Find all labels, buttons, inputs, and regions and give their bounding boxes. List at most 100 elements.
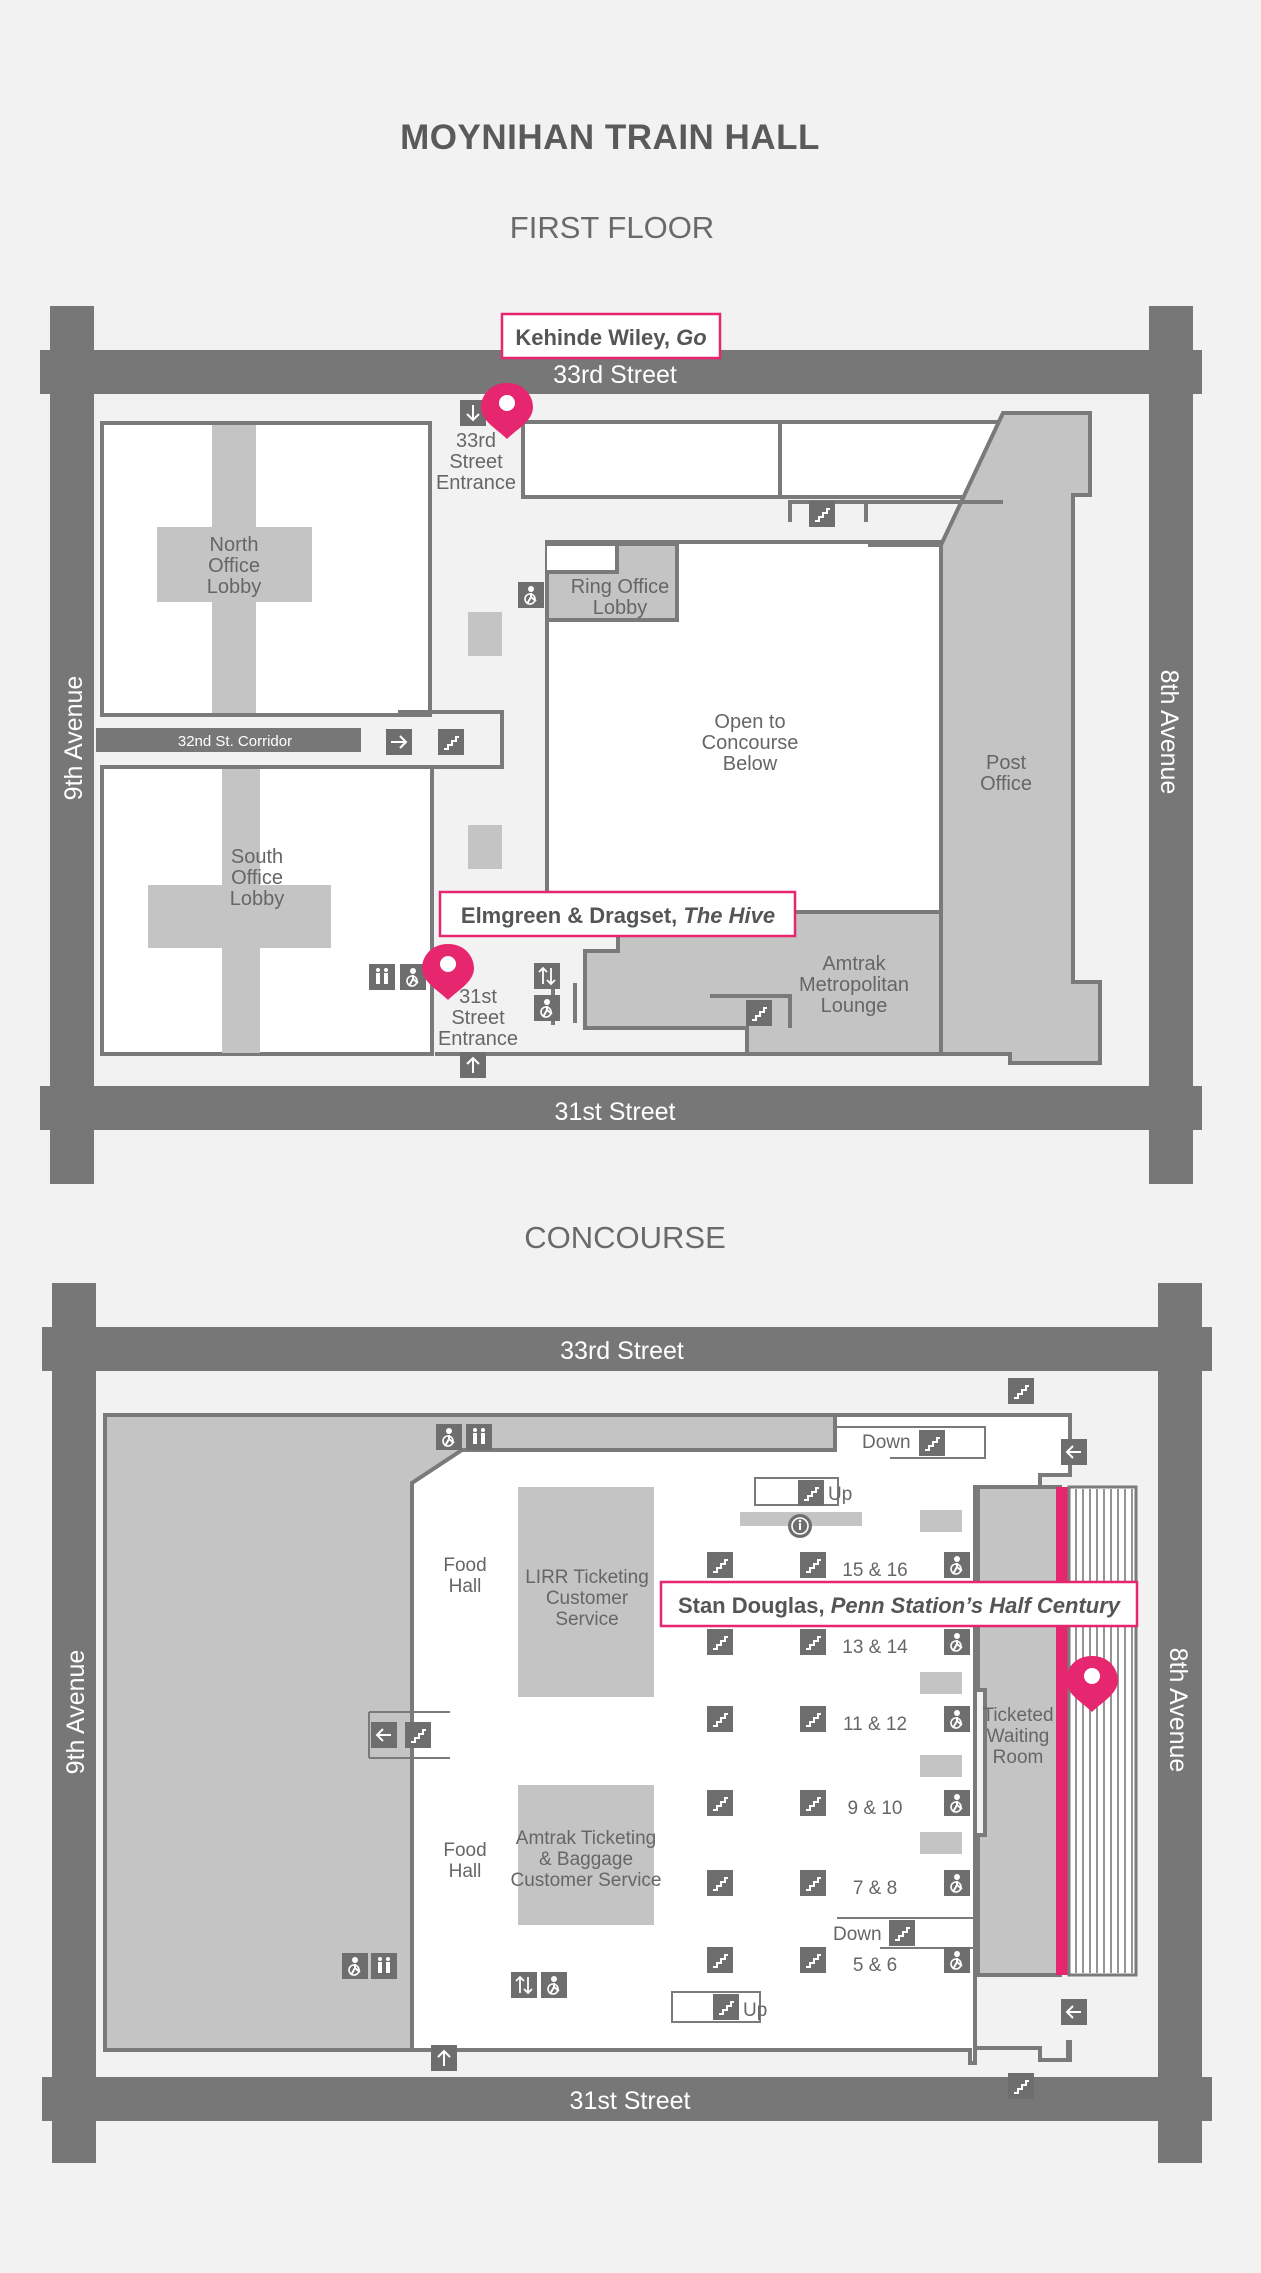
ff-north-lobby-3: Lobby xyxy=(207,576,262,598)
escalator-icon xyxy=(799,1946,827,1974)
accessible-icon xyxy=(943,1789,971,1817)
ff-north-lobby-1: North xyxy=(210,534,259,556)
svg-text:Elmgreen & Dragset, The Hive: Elmgreen & Dragset, The Hive xyxy=(461,903,775,928)
ff-artwork-wiley[interactable]: Kehinde Wiley, Go xyxy=(481,312,722,439)
cc-track-labels: 15 & 16 13 & 14 11 & 12 9 & 10 7 & 8 5 &… xyxy=(842,1560,908,1976)
cc-down-bottom: Down xyxy=(833,1924,882,1945)
ff-corridor-label: 32nd St. Corridor xyxy=(178,733,292,750)
cc-up-top: Up xyxy=(828,1484,852,1505)
escalator-icon xyxy=(799,1789,827,1817)
cc-label-9th: 9th Avenue xyxy=(62,1650,90,1775)
escalator-icon xyxy=(706,1869,734,1897)
cc-waiting-room-3: Room xyxy=(993,1747,1044,1768)
ff-amtrak-lounge-3: Lounge xyxy=(821,995,888,1017)
cc-track-5-6: 5 & 6 xyxy=(853,1955,897,1976)
ff-entrance-33-2: Street xyxy=(449,451,503,473)
escalator-icon xyxy=(799,1628,827,1656)
ff-entrance-31-1: 31st xyxy=(459,986,497,1008)
concourse-heading: CONCOURSE xyxy=(524,1220,726,1255)
cc-waiting-room-1: Ticketed xyxy=(982,1705,1053,1726)
cc-track-11-12: 11 & 12 xyxy=(843,1714,907,1735)
cc-lirr-1: LIRR Ticketing xyxy=(525,1567,649,1588)
cc-amtrak-ticketing-1: Amtrak Ticketing xyxy=(516,1828,656,1849)
ff-entrance-33-1: 33rd xyxy=(456,430,496,452)
ff-north-lobby-2: Office xyxy=(208,555,260,577)
cc-track-9-10: 9 & 10 xyxy=(848,1798,903,1819)
cc-street-33rd xyxy=(42,1327,1212,1371)
cc-amtrak-ticketing-3: Customer Service xyxy=(511,1870,662,1891)
ff-ring-lobby-1: Ring Office xyxy=(571,576,670,598)
cc-down-top: Down xyxy=(862,1432,911,1453)
cc-icons xyxy=(341,1377,1087,2100)
ff-icons xyxy=(369,400,836,1078)
ff-label-8th: 8th Avenue xyxy=(1155,670,1183,795)
ff-entrance-31-3: Entrance xyxy=(438,1028,518,1050)
escalator-icon xyxy=(706,1789,734,1817)
first-floor-map: 32nd St. Corridor North Office Lobby Sou… xyxy=(40,306,1202,1184)
cc-track-7-8: 7 & 8 xyxy=(853,1878,897,1899)
ff-post-office-1: Post xyxy=(986,752,1026,774)
cc-track-lines xyxy=(1067,1485,1138,1977)
accessible-icon xyxy=(943,1628,971,1656)
escalator-icon xyxy=(706,1628,734,1656)
cc-label-8th: 8th Avenue xyxy=(1164,1648,1192,1773)
cc-artwork-douglas[interactable]: Stan Douglas, Penn Station’s Half Centur… xyxy=(659,1580,1139,1712)
ff-open-concourse-2: Concourse xyxy=(702,732,799,754)
ff-artwork-hive[interactable]: Elmgreen & Dragset, The Hive xyxy=(422,890,797,1000)
escalator-icon xyxy=(706,1551,734,1579)
ff-amtrak-lounge-1: Amtrak xyxy=(822,953,886,975)
ff-hive-artist: Elmgreen & Dragset, xyxy=(461,903,684,928)
cc-track-13-14: 13 & 14 xyxy=(842,1637,908,1658)
cc-food-hall-1b: Hall xyxy=(449,1576,482,1597)
cc-track-15-16: 15 & 16 xyxy=(842,1560,908,1581)
ff-entrance-31-2: Street xyxy=(451,1007,505,1029)
accessible-icon xyxy=(943,1705,971,1733)
first-floor-heading: FIRST FLOOR xyxy=(509,210,715,245)
ff-south-lobby-1: South xyxy=(231,846,283,868)
ff-street-31st xyxy=(40,1086,1202,1130)
cc-lirr-2: Customer xyxy=(546,1588,629,1609)
ff-south-lobby-3: Lobby xyxy=(230,888,285,910)
ff-ring-lobby-2: Lobby xyxy=(593,597,648,619)
ff-wiley-artist: Kehinde Wiley, xyxy=(515,325,676,350)
map-title: MOYNIHAN TRAIN HALL xyxy=(400,118,820,157)
escalator-icon xyxy=(706,1705,734,1733)
ff-label-33rd: 33rd Street xyxy=(553,361,677,389)
ff-label-9th: 9th Avenue xyxy=(60,676,88,801)
svg-text:Stan Douglas, Penn Station’s H: Stan Douglas, Penn Station’s Half Centur… xyxy=(678,1593,1122,1618)
ff-street-9th-ave xyxy=(50,306,94,1184)
accessible-icon xyxy=(943,1551,971,1579)
escalator-icon xyxy=(706,1946,734,1974)
ff-wiley-work: Go xyxy=(676,325,707,350)
svg-text:Kehinde Wiley, Go: Kehinde Wiley, Go xyxy=(515,325,706,350)
ff-south-lobby-2: Office xyxy=(231,867,283,889)
ff-label-31st: 31st Street xyxy=(555,1098,676,1126)
escalator-icon xyxy=(799,1705,827,1733)
ff-32nd-corridor xyxy=(96,728,361,752)
cc-food-hall-2a: Food xyxy=(443,1840,486,1861)
cc-street-8th-ave xyxy=(1158,1283,1202,2163)
cc-up-bottom: Up xyxy=(743,2000,767,2021)
cc-food-hall-1a: Food xyxy=(443,1555,486,1576)
ff-open-concourse-3: Below xyxy=(723,753,778,775)
accessible-icon xyxy=(943,1946,971,1974)
cc-douglas-work: Penn Station’s Half Century xyxy=(831,1593,1122,1618)
ff-open-concourse-1: Open to xyxy=(714,711,785,733)
ff-street-8th-ave xyxy=(1149,306,1193,1184)
cc-food-hall-2b: Hall xyxy=(449,1861,482,1882)
ff-post-office-2: Office xyxy=(980,773,1032,795)
ff-entrance-33-3: Entrance xyxy=(436,472,516,494)
cc-street-9th-ave xyxy=(52,1283,96,2163)
cc-waiting-room-2: Waiting xyxy=(987,1726,1050,1747)
cc-label-31st: 31st Street xyxy=(570,2087,691,2115)
accessible-icon xyxy=(943,1869,971,1897)
cc-douglas-artist: Stan Douglas, xyxy=(678,1593,831,1618)
ff-amtrak-lounge-2: Metropolitan xyxy=(799,974,909,996)
cc-lirr-3: Service xyxy=(555,1609,618,1630)
cc-label-33rd: 33rd Street xyxy=(560,1337,684,1365)
cc-amtrak-ticketing-2: & Baggage xyxy=(539,1849,633,1870)
escalator-icon xyxy=(799,1551,827,1579)
concourse-map: Food Hall Food Hall LIRR Ticketing Custo… xyxy=(42,1283,1212,2163)
ff-hive-work: The Hive xyxy=(683,903,775,928)
